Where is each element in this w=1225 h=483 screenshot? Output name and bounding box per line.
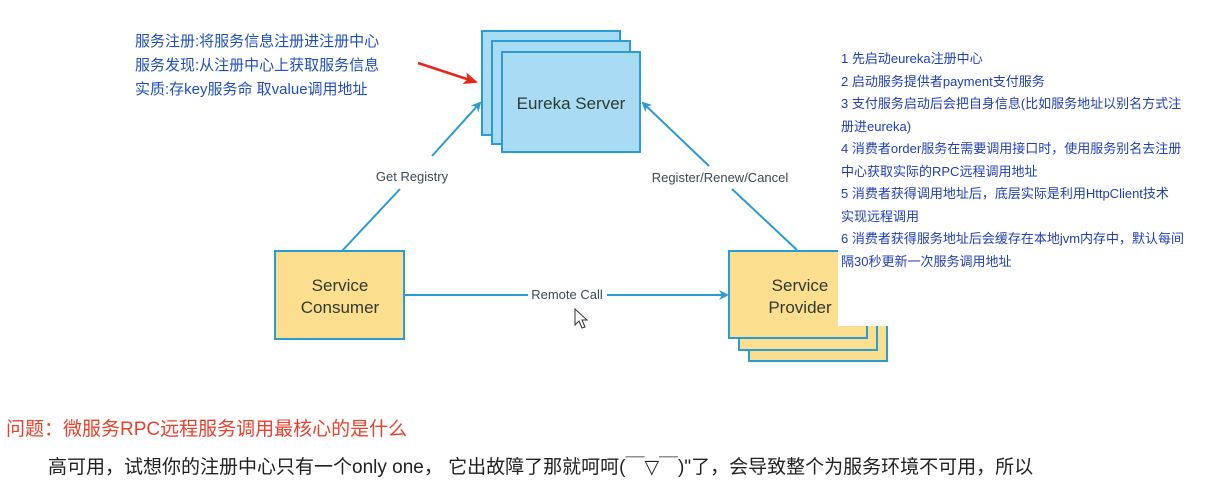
step-line: 6 消费者获得服务地址后会缓存在本地jvm内存中，默认每间 xyxy=(841,231,1185,246)
get-registry-arrow xyxy=(431,101,482,157)
step-line: 4 消费者order服务在需要调用接口时，使用服务别名去注册 xyxy=(841,141,1182,156)
question-heading: 问题：微服务RPC远程服务调用最核心的是什么 xyxy=(6,419,408,440)
step-line: 册进eureka) xyxy=(841,118,912,134)
service-consumer-label-line1: Service xyxy=(312,276,369,295)
eureka-server-label: Eureka Server xyxy=(517,94,626,113)
registry-concept-notes: 服务注册:将服务信息注册进注册中心 服务发现:从注册中心上获取服务信息 实质:存… xyxy=(135,30,379,102)
service-provider-label-line2: Provider xyxy=(768,298,832,317)
note-service-discovery: 服务发现:从注册中心上获取服务信息 xyxy=(135,57,380,74)
register-line-lower xyxy=(731,188,798,251)
note-service-registration: 服务注册:将服务信息注册进注册中心 xyxy=(135,33,380,50)
annotation-arrow xyxy=(417,61,478,84)
get-registry-label: Get Registry xyxy=(376,169,449,184)
step-line: 隔30秒更新一次服务调用地址 xyxy=(841,253,1012,269)
service-consumer-box xyxy=(274,250,405,340)
mouse-cursor-icon xyxy=(574,307,589,329)
get-registry-line-lower xyxy=(341,188,401,252)
step-line: 中心获取实际的RPC远程调用地址 xyxy=(841,163,1038,179)
eureka-server-box xyxy=(501,51,641,153)
register-arrow xyxy=(641,101,710,167)
service-provider-label-line1: Service xyxy=(772,276,829,295)
answer-text: 高可用，试想你的注册中心只有一个only one， 它出故障了那就呵呵(￣▽￣)… xyxy=(48,457,1034,478)
workflow-steps-panel: 1 先启动eureka注册中心 2 启动服务提供者payment支付服务 3 支… xyxy=(838,48,1225,326)
remote-call-edge: Remote Call xyxy=(404,287,729,302)
service-consumer-label-line2: Consumer xyxy=(301,298,380,317)
eureka-server-node: Eureka Server xyxy=(481,30,641,153)
step-line: 1 先启动eureka注册中心 xyxy=(841,51,983,66)
note-essence: 实质:存key服务命 取value调用地址 xyxy=(135,81,368,98)
step-line: 实现远程调用 xyxy=(841,208,920,224)
step-line: 5 消费者获得调用地址后，底层实际是利用HttpClient技术 xyxy=(841,186,1169,201)
step-line: 3 支付服务启动后会把自身信息(比如服务地址以别名方式注 xyxy=(841,96,1182,111)
step-line: 2 启动服务提供者payment支付服务 xyxy=(841,73,1045,89)
remote-call-label: Remote Call xyxy=(531,287,603,302)
register-renew-cancel-edge: Register/Renew/Cancel xyxy=(641,101,798,251)
service-consumer-node: Service Consumer xyxy=(274,250,405,340)
get-registry-edge: Get Registry xyxy=(341,101,482,252)
register-renew-cancel-label: Register/Renew/Cancel xyxy=(652,170,789,185)
